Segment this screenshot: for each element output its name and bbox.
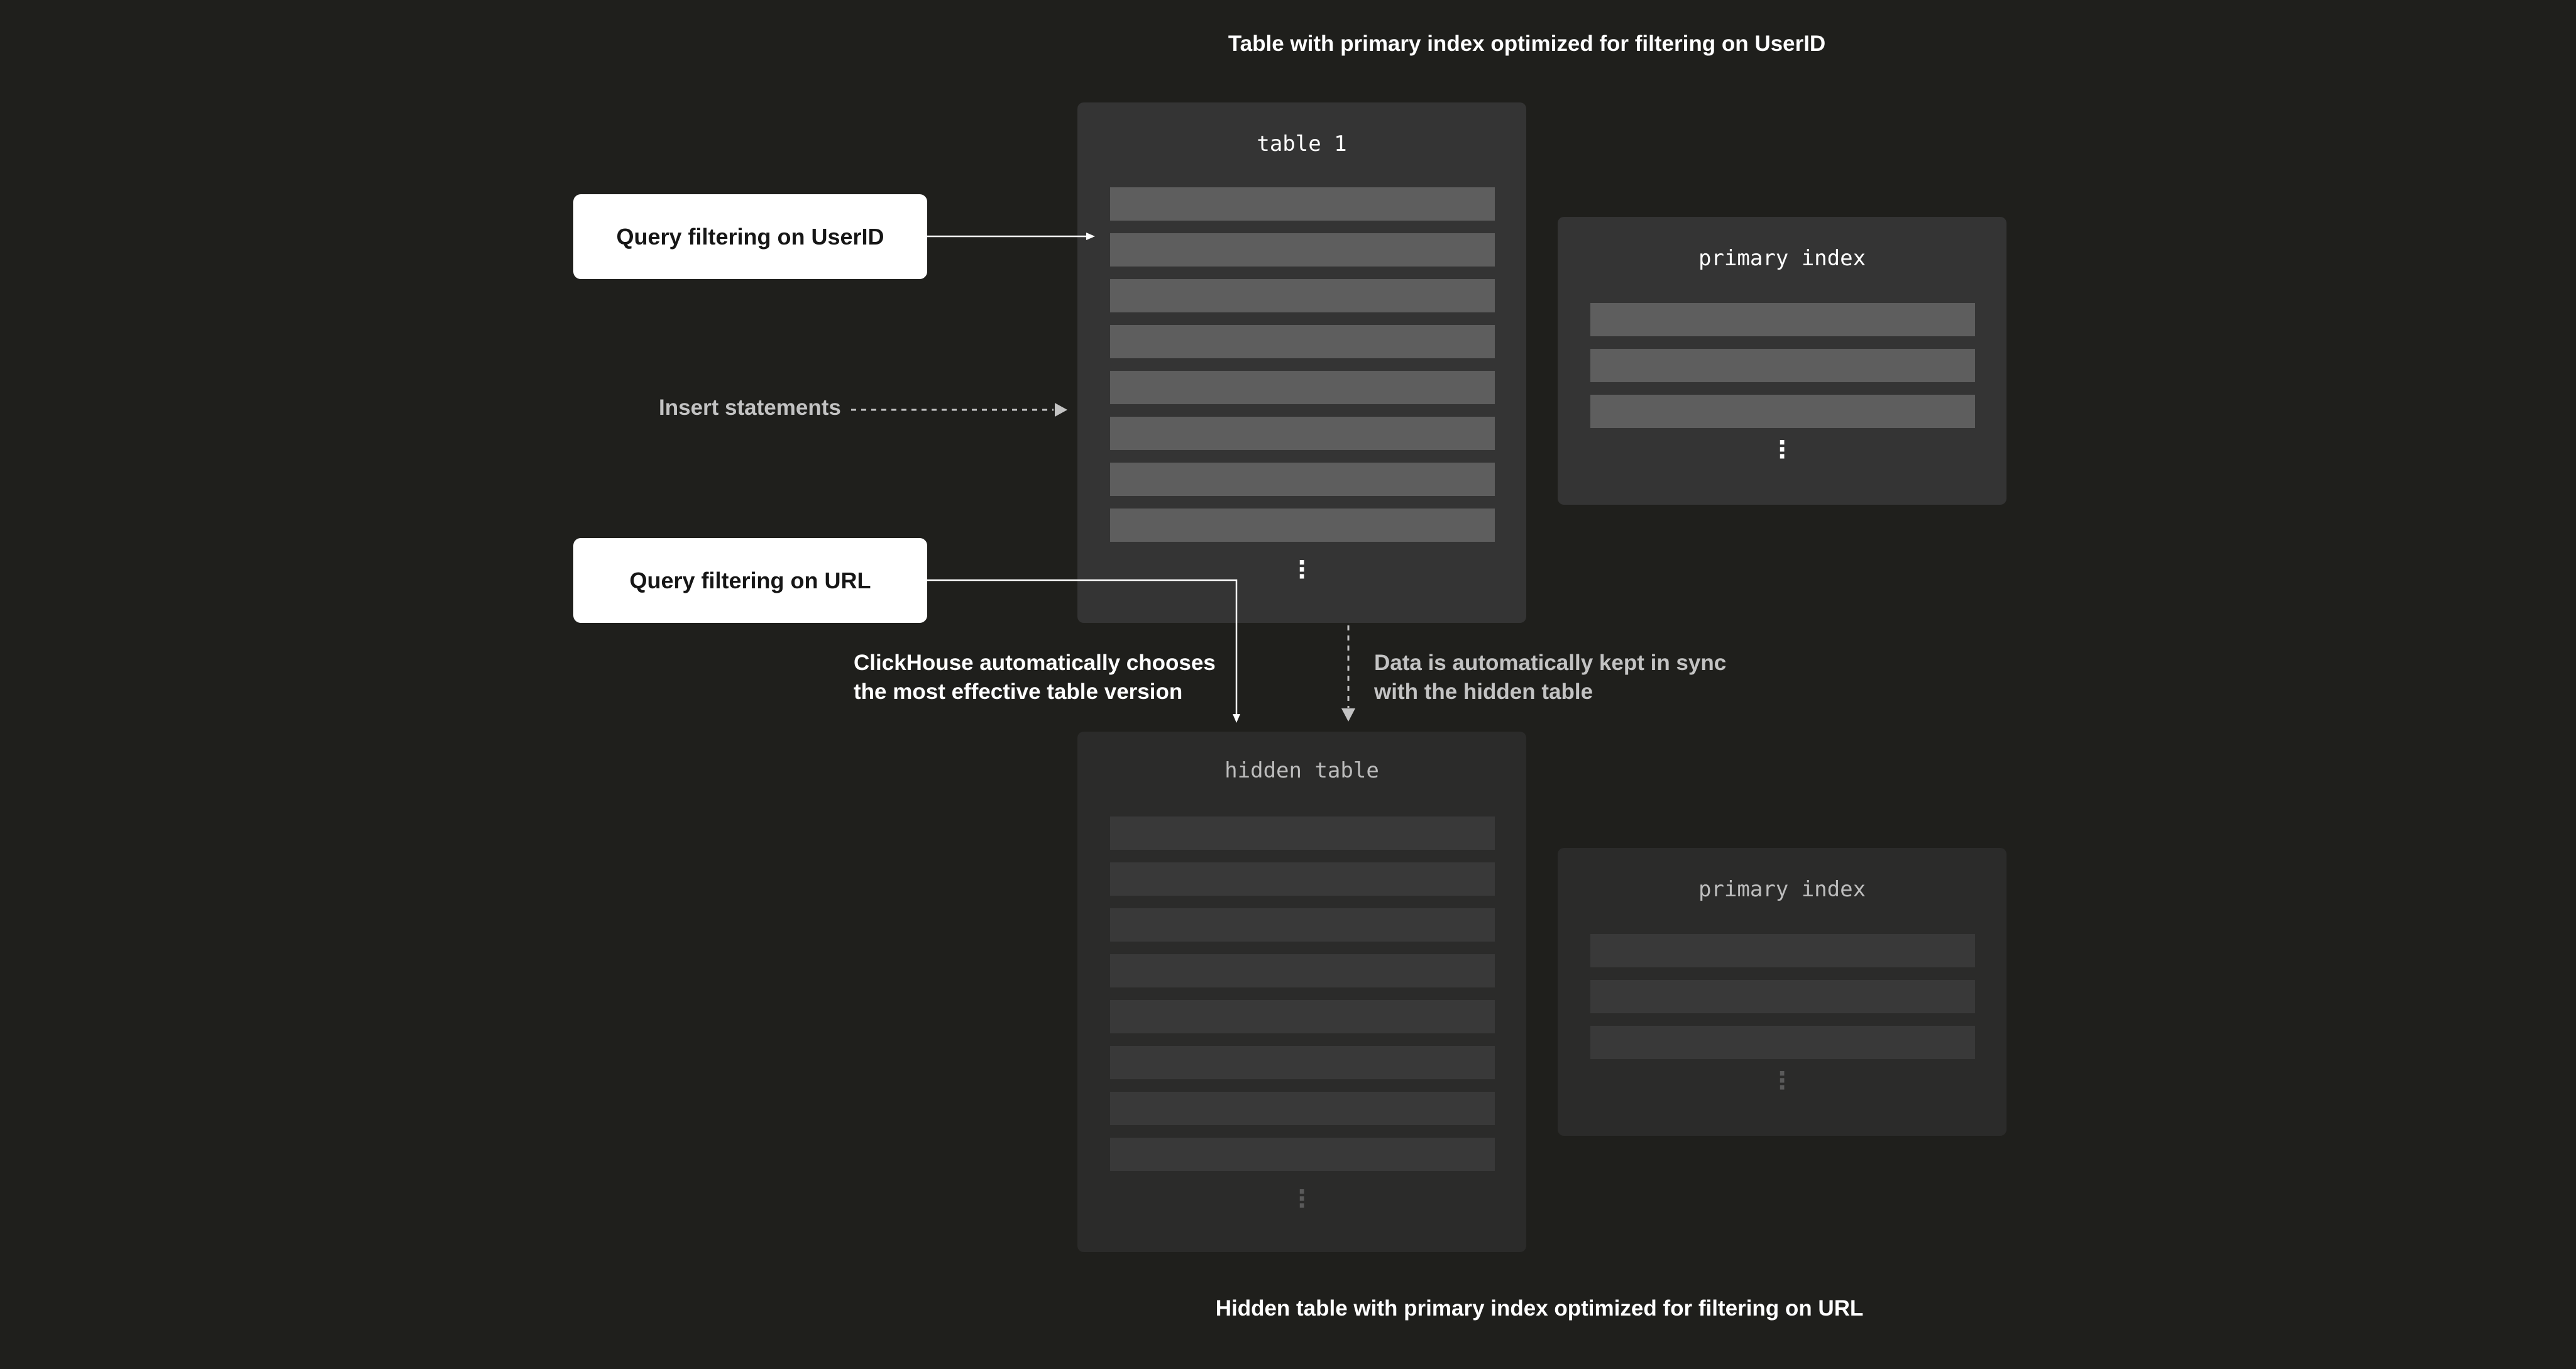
table-row xyxy=(1110,279,1495,312)
table-row xyxy=(1590,303,1975,336)
top-title: Table with primary index optimized for f… xyxy=(1228,31,1826,56)
table-row xyxy=(1110,954,1495,987)
sync-line-2: with the hidden table xyxy=(1374,679,1593,704)
primary-index-title: primary index xyxy=(1698,246,1866,271)
table-row xyxy=(1590,349,1975,382)
query-userid-box: Query filtering on UserID xyxy=(573,194,927,279)
hidden-primary-index-card: primary index ⋮ xyxy=(1558,848,2006,1136)
auto-choose-line-2: the most effective table version xyxy=(854,679,1183,704)
table-row xyxy=(1110,1000,1495,1033)
hidden-table-title: hidden table xyxy=(1225,758,1379,783)
sync-line-1: Data is automatically kept in sync xyxy=(1374,651,1727,675)
table-row xyxy=(1110,1138,1495,1171)
sync-arrow-head xyxy=(1341,708,1355,722)
bottom-title: Hidden table with primary index optimize… xyxy=(1215,1296,1864,1321)
userid-arrow-head xyxy=(1086,233,1095,240)
sync-annotation: Data is automatically kept in sync with … xyxy=(1374,649,1726,706)
table-row xyxy=(1110,371,1495,404)
primary-index-card: primary index ⋮ xyxy=(1558,217,2006,505)
auto-choose-line-1: ClickHouse automatically chooses xyxy=(854,651,1216,675)
table-row xyxy=(1110,463,1495,496)
insert-arrow-head xyxy=(1055,403,1067,417)
table-row xyxy=(1110,233,1495,267)
url-arrow-head xyxy=(1233,714,1240,723)
auto-choose-annotation: ClickHouse automatically chooses the mos… xyxy=(854,649,1216,706)
table-row xyxy=(1110,325,1495,358)
table-1-title: table 1 xyxy=(1257,131,1347,157)
table-row xyxy=(1590,1026,1975,1059)
more-index-rows-icon: ⋮ xyxy=(1770,437,1794,463)
hidden-primary-index-title: primary index xyxy=(1698,877,1866,902)
table-row xyxy=(1110,1092,1495,1125)
table-row xyxy=(1590,395,1975,428)
more-hidden-rows-icon: ⋮ xyxy=(1290,1186,1314,1212)
table-row xyxy=(1110,1046,1495,1079)
table-row xyxy=(1110,417,1495,450)
url-arrow-line xyxy=(927,579,1238,715)
more-rows-icon: ⋮ xyxy=(1290,557,1314,583)
hidden-table-card: hidden table ⋮ xyxy=(1077,732,1526,1252)
query-url-box: Query filtering on URL xyxy=(573,538,927,623)
table-row xyxy=(1110,816,1495,850)
table-1-card: table 1 ⋮ xyxy=(1077,102,1526,623)
table-row xyxy=(1110,862,1495,896)
more-hidden-index-rows-icon: ⋮ xyxy=(1770,1068,1794,1094)
table-row xyxy=(1590,980,1975,1013)
insert-statements-label: Insert statements xyxy=(659,395,841,420)
table-row xyxy=(1110,187,1495,221)
table-row xyxy=(1110,509,1495,542)
table-row xyxy=(1110,908,1495,942)
table-row xyxy=(1590,934,1975,967)
